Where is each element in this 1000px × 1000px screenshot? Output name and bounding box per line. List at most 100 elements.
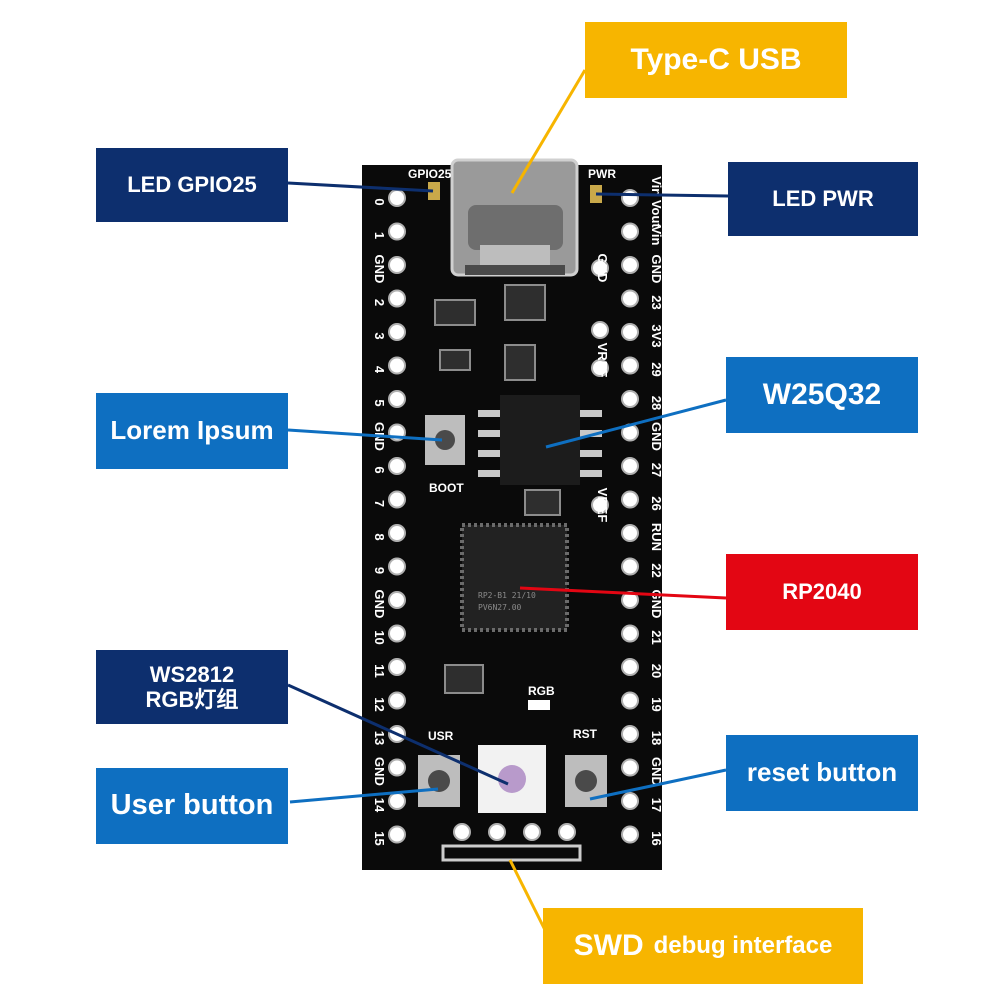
pin-hole-left [388, 189, 406, 207]
usr-button-part [418, 755, 460, 807]
pin-hole-right [621, 825, 639, 844]
label-rp2040: RP2040 [726, 554, 918, 630]
ws2812-led [478, 745, 546, 813]
pin-label-left: 2 [372, 299, 387, 306]
pin-label-left: GND [372, 255, 387, 284]
pin-label-left: 0 [372, 198, 387, 205]
label-lorem-ipsum: Lorem Ipsum [96, 393, 288, 469]
pin-hole-right [621, 557, 639, 576]
pin-label-left: 6 [372, 466, 387, 473]
pin-label-right: GND [649, 422, 664, 451]
pin-label-left: 12 [372, 697, 387, 711]
label-ws2812-line2: RGB灯组 [145, 687, 239, 712]
pin-hole-left [388, 624, 406, 643]
pin-label-right: 26 [649, 496, 664, 510]
leader-type-c-usb [510, 69, 587, 194]
pin-hole-left [388, 356, 406, 375]
pin-hole-left [388, 658, 406, 676]
pin-hole-left [388, 591, 406, 609]
pin-hole-left [388, 256, 406, 274]
pin-hole-right [621, 390, 639, 408]
pin-hole-left [388, 524, 406, 542]
led-gpio25 [428, 182, 440, 200]
pin-hole-left [388, 289, 406, 308]
leader-reset-button [589, 768, 727, 801]
pin-hole-left [388, 825, 406, 844]
pin-label-right: 17 [649, 798, 664, 812]
pin-label-right: GND [649, 757, 664, 786]
rgb-marker [528, 700, 550, 710]
pin-hole-right [621, 323, 639, 341]
pin-label-left: 3 [372, 332, 387, 339]
pin-hole-inner [591, 496, 609, 514]
pin-hole-right [621, 758, 639, 777]
pin-label-right: GND [649, 255, 664, 284]
pin-hole-inner [591, 321, 609, 339]
leader-user-button [289, 787, 439, 804]
swd-pin-hole [488, 823, 506, 841]
label-led-pwr: LED PWR [728, 162, 918, 236]
silk-rst: RST [573, 727, 598, 741]
pin-label-inner: VREF [595, 488, 610, 523]
pin-hole-right [621, 658, 639, 676]
pin-hole-left [388, 691, 406, 710]
chip-marking-1: RP2-B1 21/10 [478, 591, 536, 600]
pin-hole-right [621, 289, 639, 308]
pin-label-right: GND [649, 590, 664, 619]
pin-hole-left [388, 557, 406, 576]
pin-label-left: GND [372, 590, 387, 619]
pin-hole-right [621, 792, 639, 810]
swd-pin-hole [558, 823, 576, 841]
small-components [434, 284, 561, 694]
pin-hole-left [388, 758, 406, 777]
pin-label-right: 21 [649, 630, 664, 644]
pin-hole-right [621, 524, 639, 542]
pin-label-right: 28 [649, 396, 664, 410]
leader-led-gpio25 [287, 181, 434, 193]
pin-label-left: 14 [372, 798, 387, 813]
pin-label-inner: GND [595, 254, 610, 283]
pin-label-right: Vin [649, 226, 664, 246]
swd-pin-hole [453, 823, 471, 841]
pin-label-right: Vin Vout [649, 176, 664, 228]
pin-label-left: 1 [372, 232, 387, 239]
pin-hole-right [621, 624, 639, 643]
pin-hole-left [388, 792, 406, 810]
pin-label-right: 29 [649, 362, 664, 376]
pin-hole-left [388, 490, 406, 509]
label-user-button: User button [96, 768, 288, 844]
label-swd-big: SWD [573, 928, 644, 962]
label-ws2812: WS2812 RGB灯组 [96, 650, 288, 724]
pin-label-inner: VREF [595, 343, 610, 378]
silk-gpio25: GPIO25 [408, 167, 452, 181]
pin-label-right: 18 [649, 731, 664, 745]
pin-label-left: 10 [372, 630, 387, 644]
label-reset-button: reset button [726, 735, 918, 811]
pin-hole-right [621, 691, 639, 710]
usb-c-connector [450, 158, 579, 277]
flash-chip [478, 395, 602, 485]
label-swd-small: debug interface [653, 932, 833, 960]
pin-label-right: 3V3 [649, 324, 664, 347]
leader-ws2812 [287, 683, 509, 786]
leader-lorem-ipsum [287, 428, 443, 442]
pin-hole-right [621, 356, 639, 375]
rp2040-chip: RP2-B1 21/10 PV6N27.00 [460, 523, 569, 632]
pin-label-right: 20 [649, 664, 664, 678]
pin-label-left: 9 [372, 567, 387, 574]
pin-holes [388, 189, 639, 844]
chip-marking-2: PV6N27.00 [478, 603, 522, 612]
rst-button-part [565, 755, 607, 807]
pin-label-right: 23 [649, 295, 664, 309]
pin-label-right: 19 [649, 697, 664, 711]
pin-label-left: 8 [372, 533, 387, 540]
label-type-c-usb: Type-C USB [585, 22, 847, 98]
leader-led-pwr [595, 192, 729, 198]
pin-hole-right [621, 256, 639, 274]
pin-label-right: 16 [649, 831, 664, 845]
pin-hole-inner [591, 359, 609, 377]
pin-label-left: 4 [372, 366, 387, 374]
silk-boot: BOOT [429, 481, 464, 495]
